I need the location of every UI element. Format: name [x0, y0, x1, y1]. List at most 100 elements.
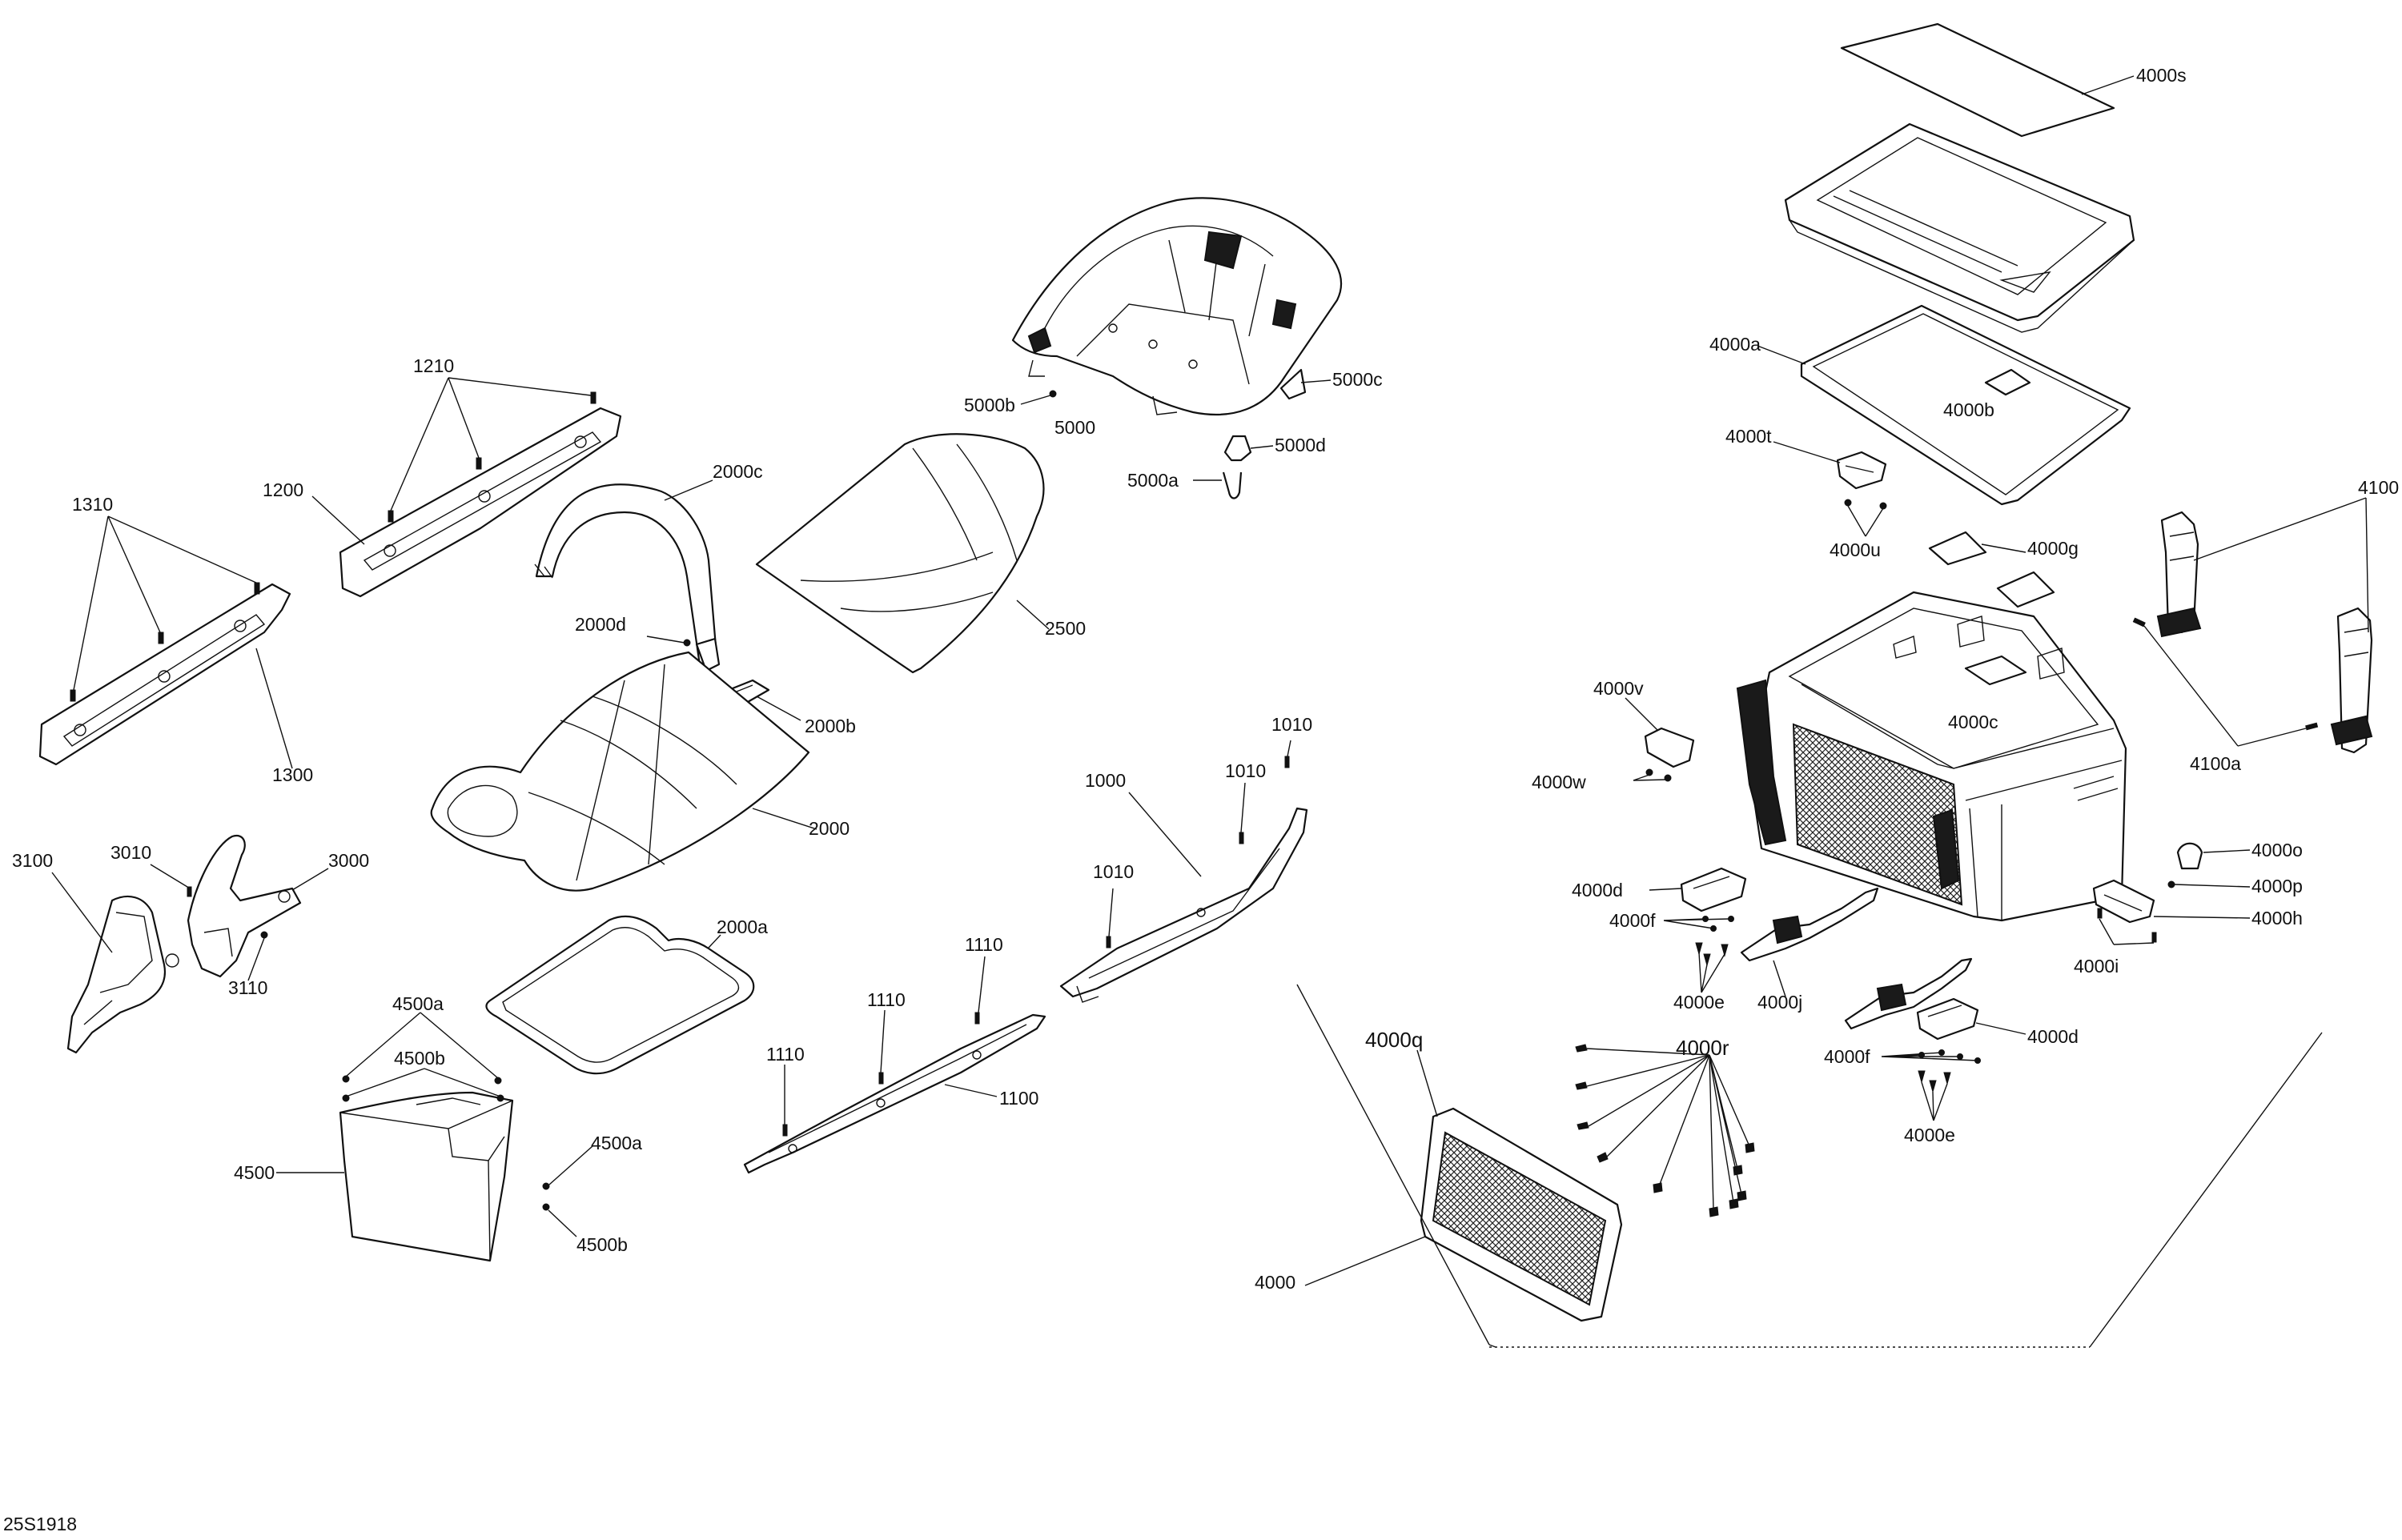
callout-3100: 3100 [12, 850, 53, 871]
fasteners-4500 [342, 1075, 550, 1211]
fastener-3110 [260, 931, 268, 939]
callout-4000e-left: 4000e [1673, 992, 1725, 1013]
leaders-4100 [2143, 497, 2369, 747]
fasteners-4000e-right [1918, 1070, 1951, 1093]
callout-2000a: 2000a [717, 916, 768, 937]
fasteners-4000i [2097, 908, 2157, 943]
leader-2500 [1016, 600, 1050, 630]
part-1200-side-trim [339, 407, 622, 598]
group-boundary-left [1296, 984, 1496, 1348]
leaders-1000-1100-group [784, 740, 1291, 1125]
part-5000c-bracket [1279, 368, 1307, 400]
callout-4000d-left: 4000d [1572, 880, 1623, 900]
part-5000d-bumper [1223, 435, 1252, 462]
diagram-id: 25S1918 [3, 1514, 77, 1534]
callout-1110-c: 1110 [766, 1044, 805, 1065]
fastener-4000p [2167, 880, 2175, 888]
callout-5000: 5000 [1054, 417, 1095, 438]
callout-1110-a: 1110 [965, 934, 1003, 955]
callout-4000p: 4000p [2251, 876, 2303, 896]
part-1300-side-trim [38, 583, 291, 766]
callout-4000t: 4000t [1725, 426, 1772, 447]
fasteners-4000r [1575, 1044, 1755, 1217]
leader-4000a [1757, 345, 1806, 365]
callout-1210: 1210 [413, 355, 454, 376]
leader-4000 [1304, 1236, 1426, 1286]
part-5000a-hook [1222, 471, 1243, 499]
callout-4000c: 4000c [1948, 712, 1998, 732]
callout-1300: 1300 [272, 764, 313, 785]
leaders-4000t-u [1773, 441, 1884, 537]
callout-5000c: 5000c [1332, 369, 1383, 390]
callout-4100a: 4100a [2190, 753, 2241, 774]
callout-3110: 3110 [228, 977, 267, 998]
callout-4500a-side: 4500a [591, 1133, 642, 1153]
callout-4000f-right: 4000f [1824, 1046, 1870, 1067]
callout-4000: 4000 [1255, 1272, 1295, 1293]
part-4500-storage-bin [339, 1091, 514, 1262]
callout-5000a: 5000a [1127, 470, 1179, 491]
part-4000d-hinge-right [1916, 997, 1979, 1041]
callout-4000d-right: 4000d [2027, 1026, 2079, 1047]
callout-2000d: 2000d [575, 614, 626, 635]
part-4000g-pads [1928, 531, 2055, 608]
callout-4000e-right: 4000e [1904, 1125, 1955, 1145]
part-2500-seat [755, 433, 1045, 674]
part-3100-handguard [66, 895, 167, 1054]
callout-4000h: 4000h [2251, 908, 2303, 928]
callout-1200: 1200 [263, 479, 303, 500]
callout-4000v: 4000v [1593, 678, 1644, 699]
part-4000c-label [1964, 655, 2027, 686]
leader-4000j [1773, 960, 1786, 997]
fasteners-4000e-left [1695, 942, 1729, 967]
fasteners-4000u [1844, 499, 1887, 510]
callout-4000a: 4000a [1709, 334, 1761, 355]
callout-4000s: 4000s [2136, 65, 2187, 86]
callout-3010: 3010 [110, 842, 151, 863]
part-2000-seat [430, 651, 810, 892]
callout-4500b-side: 4500b [576, 1234, 628, 1255]
callout-4500: 4500 [234, 1162, 275, 1183]
leaders-4000d-f-e-left [1649, 888, 1730, 993]
callout-1010-mid: 1010 [1225, 760, 1266, 781]
part-1000-footrest-rail [1059, 807, 1308, 1003]
callout-2000b: 2000b [805, 716, 856, 736]
callout-4000q: 4000q [1365, 1028, 1423, 1052]
callout-5000b: 5000b [964, 395, 1015, 415]
leaders-3000-group [51, 864, 329, 981]
callout-4000j: 4000j [1757, 992, 1802, 1013]
callout-4000b: 4000b [1943, 399, 1994, 420]
callout-1000: 1000 [1085, 770, 1126, 791]
part-4000o-drain-plug [2176, 842, 2203, 870]
part-4000v-latch [1644, 727, 1695, 768]
fasteners-1010 [1106, 756, 1290, 948]
part-4000a-lid-gasket [1800, 304, 2131, 506]
part-4000j-mounting-straps [1740, 887, 1973, 1030]
part-2000a-seal-gasket [485, 915, 755, 1075]
leaders-4000q-r [1416, 1048, 1750, 1209]
callout-4500b-top: 4500b [394, 1048, 445, 1069]
part-3000-bracket [165, 834, 302, 978]
part-4000t-hinge [1836, 451, 1887, 490]
leaders-4500-group [276, 1012, 593, 1237]
part-cargo-lid [1784, 122, 2135, 333]
leaders-4000v-w [1625, 697, 1668, 781]
callout-4000f-left: 4000f [1609, 910, 1656, 931]
fasteners-1310 [70, 582, 260, 702]
callout-5000d: 5000d [1275, 435, 1326, 455]
part-4000q-grille-panel [1420, 1107, 1623, 1322]
part-4000b-label [1984, 368, 2031, 396]
fasteners-4000w [1645, 768, 1672, 782]
part-4000h-hinge [2092, 879, 2155, 924]
callout-4500a-top: 4500a [392, 993, 444, 1014]
group-boundary-right [2089, 1032, 2323, 1348]
leader-4000g [1981, 543, 2026, 553]
part-1100-footrest-rail [743, 1013, 1046, 1174]
leaders-4000d-f-e-right [1881, 1022, 2026, 1121]
callout-1010-top: 1010 [1271, 714, 1312, 735]
callout-1110-b: 1110 [867, 989, 906, 1010]
callout-4100: 4100 [2358, 477, 2399, 498]
leaders-1310-1300 [73, 515, 293, 769]
part-4100-rod-holder [2156, 511, 2373, 754]
